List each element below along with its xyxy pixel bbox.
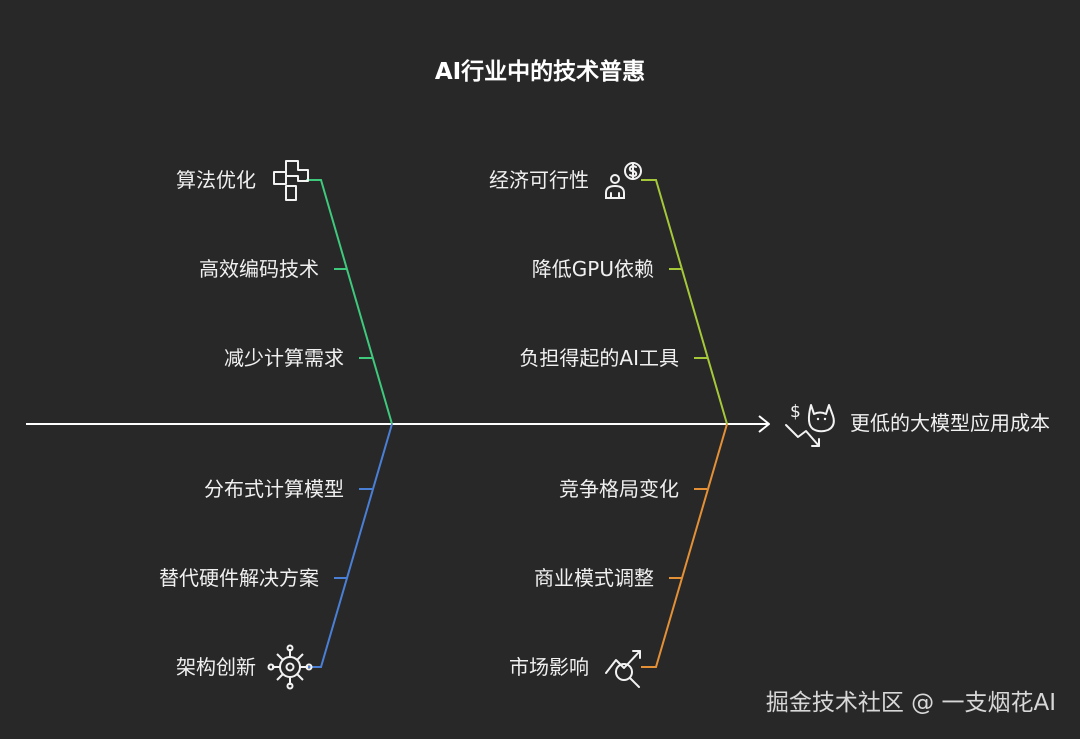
bone-lower-left xyxy=(306,423,393,668)
effect-label: 更低的大模型应用成本 xyxy=(850,411,1050,435)
bone-lower-right xyxy=(641,423,728,668)
category-head-label: 市场影响 xyxy=(509,655,589,679)
network-gear-icon xyxy=(267,644,313,690)
puzzle-blocks-icon xyxy=(273,160,309,201)
chart-magnifier-icon xyxy=(605,650,641,688)
watermark-text: 掘金技术社区 @ 一支烟花AI xyxy=(765,690,1056,716)
cause-label: 负担得起的AI工具 xyxy=(519,346,679,370)
svg-text:$: $ xyxy=(790,402,801,422)
category-head-label: 架构创新 xyxy=(176,655,256,679)
cause-label: 分布式计算模型 xyxy=(204,477,344,501)
person-dollar-icon xyxy=(605,162,642,199)
diagram-title: AI行业中的技术普惠 xyxy=(434,59,646,85)
cause-label: 降低GPU依赖 xyxy=(531,257,654,281)
cause-label: 减少计算需求 xyxy=(224,346,344,370)
category-head-label: 算法优化 xyxy=(176,168,256,192)
cat-dollar-down-icon: $ xyxy=(785,402,835,447)
cause-label: 高效编码技术 xyxy=(199,257,319,281)
bone-upper-right xyxy=(641,179,728,425)
cause-label: 替代硬件解决方案 xyxy=(159,566,319,590)
spine-arrowhead xyxy=(758,415,770,433)
cause-label: 竞争格局变化 xyxy=(559,477,679,501)
cause-label: 商业模式调整 xyxy=(534,566,654,590)
bone-upper-left xyxy=(306,179,393,425)
category-head-label: 经济可行性 xyxy=(489,168,589,192)
